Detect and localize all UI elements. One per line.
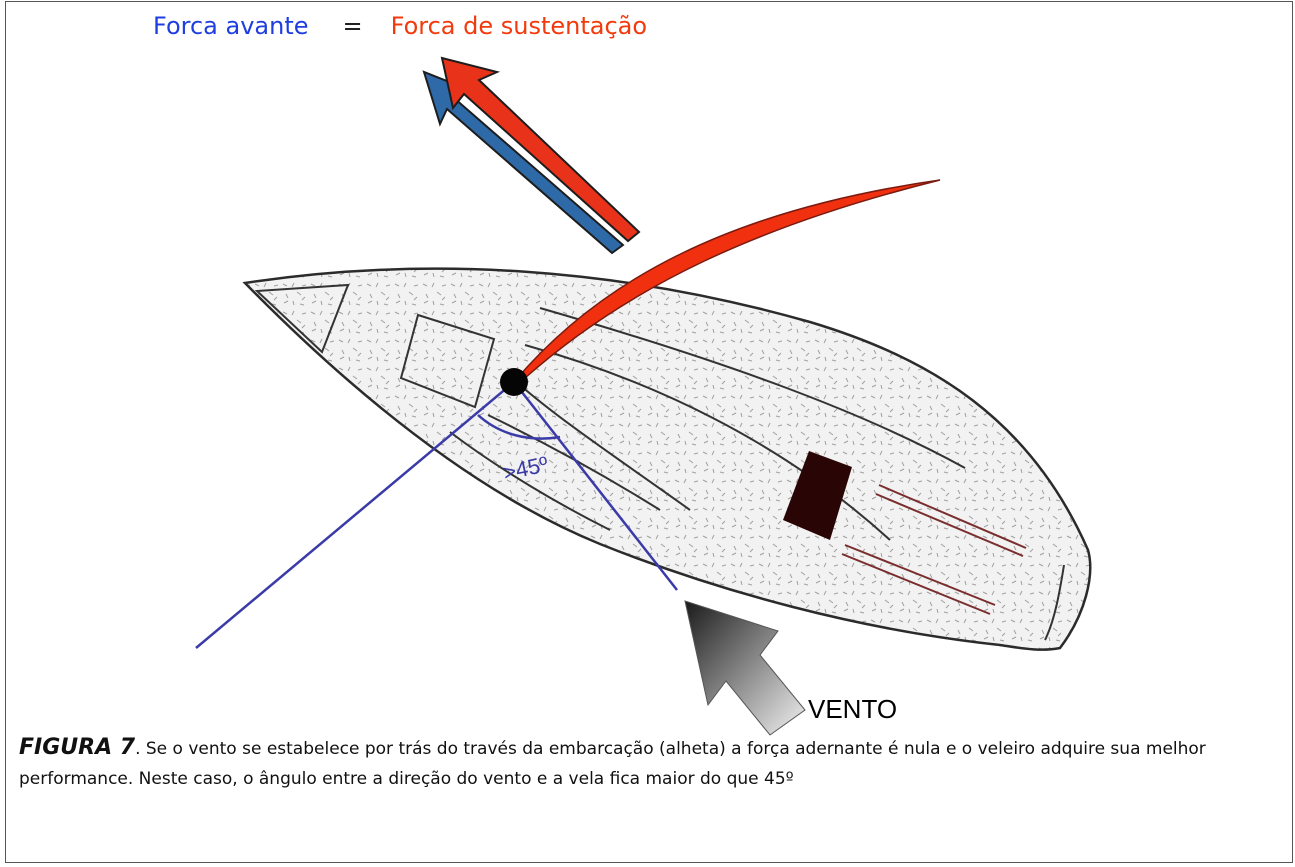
bow-triangle bbox=[254, 283, 350, 354]
stern-lines bbox=[841, 484, 1027, 615]
forward-hatch bbox=[399, 313, 496, 409]
lift-force-arrow bbox=[440, 56, 641, 243]
mast bbox=[500, 368, 528, 396]
sail bbox=[511, 179, 941, 384]
equals-sign: = bbox=[342, 12, 363, 40]
cockpit-hatch bbox=[783, 451, 852, 540]
hull bbox=[242, 267, 1092, 651]
wind-label: VENTO bbox=[808, 694, 898, 724]
forward-force-label: Forca avante bbox=[153, 12, 309, 40]
force-equation: Forca avante = Forca de sustentação bbox=[153, 12, 647, 40]
lift-force-label: Forca de sustentação bbox=[390, 12, 648, 40]
deck-lines bbox=[449, 307, 1065, 641]
figure-label: FIGURA 7 bbox=[19, 735, 136, 760]
caption-text: . Se o vento se estabelece por trás do t… bbox=[19, 739, 1206, 789]
figure-caption: FIGURA 7. Se o vento se estabelece por t… bbox=[19, 733, 1274, 794]
angle-lines bbox=[195, 381, 678, 649]
wind-arrow bbox=[684, 600, 806, 736]
